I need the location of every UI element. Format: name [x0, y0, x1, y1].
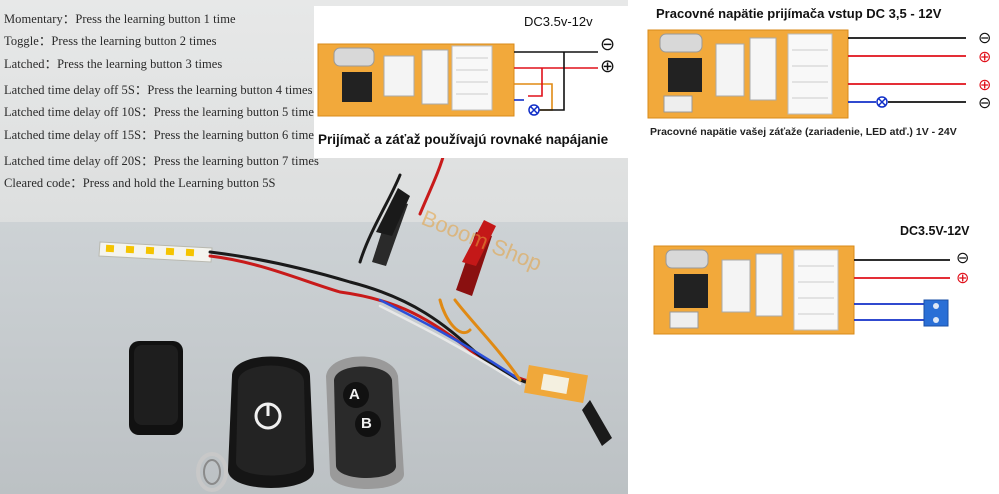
diagram2-load-icon	[876, 96, 888, 108]
table-surface	[0, 222, 628, 494]
small-black-remote	[129, 341, 183, 435]
diagram1-voltage-label: DC3.5v-12v	[524, 14, 593, 29]
alligator-clip-red	[456, 220, 496, 296]
photo-wires	[208, 148, 542, 388]
instruction-line-clear-code: Cleared code：Press and hold the Learning…	[4, 176, 276, 190]
instruction-line-latched: Latched：Press the learning button 3 time…	[4, 57, 223, 71]
instruction-line-delay-10s: Latched time delay off 10S：Press the lea…	[4, 105, 319, 119]
diagram1-board	[317, 43, 515, 117]
diagram3-voltage-label: DC3.5V-12V	[900, 224, 970, 238]
photo-objects	[98, 148, 612, 492]
diagram1-load-icon	[528, 104, 540, 116]
instruction-line-toggle: Toggle：Press the learning button 2 times	[4, 34, 217, 48]
diagram2-board	[647, 29, 849, 119]
instruction-line-delay-5s: Latched time delay off 5S：Press the lear…	[4, 83, 313, 97]
diagram2-minus-terminal-1: ⊖	[978, 30, 992, 47]
ab-remote	[326, 356, 404, 489]
instruction-line-delay-15s: Latched time delay off 15S：Press the lea…	[4, 128, 319, 142]
diagram2-plus-terminal-2: ⊕	[978, 77, 992, 94]
receiver-module	[524, 365, 612, 446]
diagram2-wires	[848, 37, 966, 103]
diagram2-minus-terminal-2: ⊖	[978, 95, 992, 112]
diagram1-plus-terminal: ⊕	[600, 56, 616, 76]
power-remote	[196, 356, 314, 492]
alligator-clip-black	[372, 188, 410, 266]
diagram3-plus-terminal: ⊕	[956, 270, 970, 287]
diagram2-plus-terminal-1: ⊕	[978, 49, 992, 66]
instruction-line-delay-20s: Latched time delay off 20S：Press the lea…	[4, 154, 319, 168]
diagram1-wires	[514, 51, 598, 111]
led-strip	[98, 241, 213, 263]
diagram2-drawing	[647, 29, 966, 119]
diagram1-drawing	[317, 43, 598, 117]
diagram1-caption: Prijímač a záťaž používajú rovnaké napáj…	[318, 132, 609, 147]
remote-button-a: A	[349, 386, 360, 403]
diagram2-subtitle: Pracovné napätie vašej záťaže (zariadeni…	[650, 126, 957, 138]
diagram3-minus-terminal: ⊖	[956, 250, 970, 267]
diagram2-title: Pracovné napätie prijímača vstup DC 3,5 …	[656, 6, 942, 21]
instruction-line-momentary: Momentary：Press the learning button 1 ti…	[4, 12, 236, 26]
diagram3-wires	[854, 259, 950, 321]
diagram1-minus-terminal: ⊖	[600, 34, 616, 54]
diagram3-connector-block	[923, 299, 949, 327]
diagram3-board	[653, 245, 855, 335]
remote-button-b: B	[361, 415, 372, 432]
diagram3-drawing	[653, 245, 950, 335]
